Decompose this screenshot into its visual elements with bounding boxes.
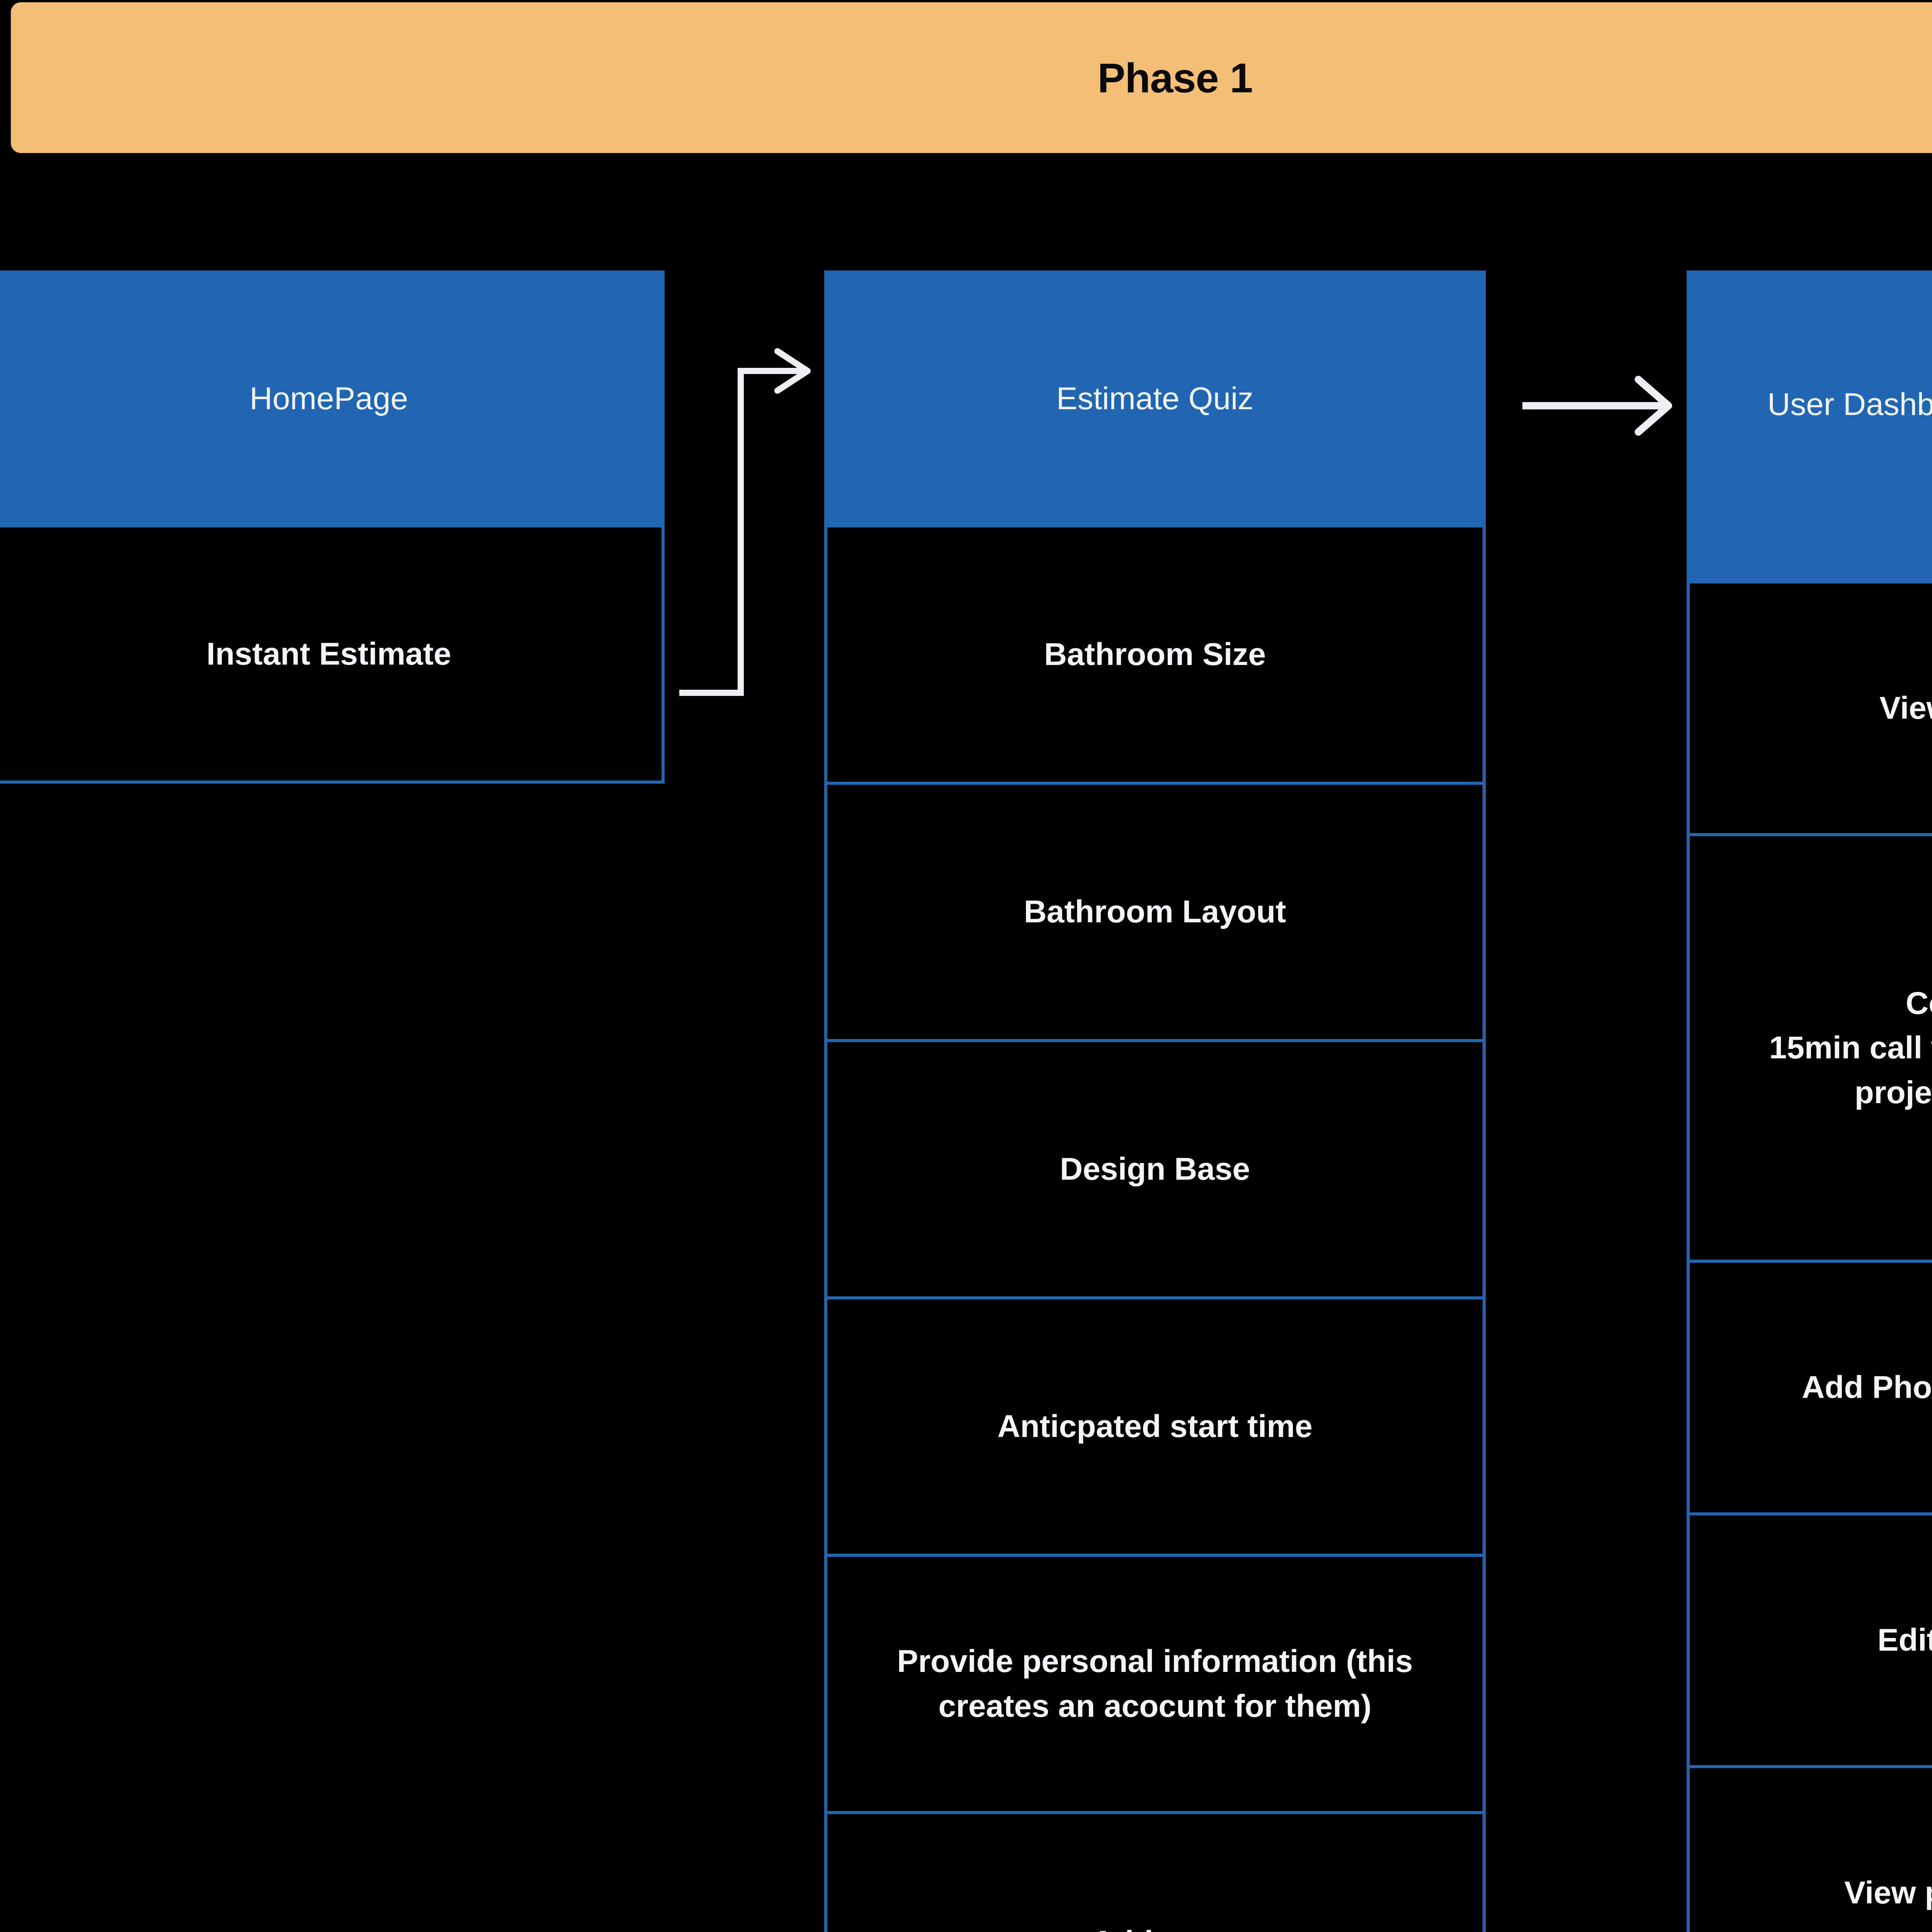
flow-item-label: Bathroom Size bbox=[1044, 637, 1266, 672]
flow-item-label: Provide personal information (this creat… bbox=[897, 1644, 1413, 1724]
flow-node-user-dashboard-title: User Dashboard: Estimate & Project Summa… bbox=[1767, 386, 1932, 422]
flow-item-label: Add Photos / Docs (Optional) bbox=[1802, 1370, 1932, 1405]
phase-banner: Phase 1 bbox=[11, 2, 1932, 153]
flow-item-label: Address bbox=[1092, 1920, 1218, 1932]
flow-item-personal-information[interactable]: Provide personal information (this creat… bbox=[824, 1557, 1486, 1814]
arrowhead-icon bbox=[774, 348, 811, 394]
flow-item-anticipated-start-time[interactable]: Anticpated start time bbox=[824, 1299, 1486, 1557]
flow-item-label: Instant Estimate bbox=[206, 636, 451, 672]
flow-item-instant-estimate[interactable]: Instant Estimate bbox=[0, 527, 665, 784]
flow-item-view-product-catalogue[interactable]: View product catalogue bbox=[1687, 1768, 1932, 1932]
flow-item-label: Edit Project Details bbox=[1877, 1622, 1932, 1658]
connector-estimate-quiz-to-user-dashboard-arrow-icon bbox=[1522, 376, 1672, 436]
flow-item-address[interactable]: Address bbox=[824, 1814, 1486, 1932]
flow-item-bathroom-layout[interactable]: Bathroom Layout bbox=[824, 785, 1486, 1042]
flow-item-label: Bathroom Layout bbox=[1024, 894, 1286, 930]
flow-item-design-base[interactable]: Design Base bbox=[824, 1042, 1486, 1299]
flow-item-bathroom-size[interactable]: Bathroom Size bbox=[824, 527, 1486, 785]
phase-banner-label: Phase 1 bbox=[1097, 54, 1253, 101]
flow-item-view-estimate-total[interactable]: View estimate total bbox=[1687, 583, 1932, 836]
flow-item-label: Design Base bbox=[1060, 1151, 1250, 1187]
flow-item-label: View estimate total bbox=[1879, 690, 1932, 726]
arrowhead-icon bbox=[1634, 376, 1672, 436]
flow-item-add-photos-docs[interactable]: Add Photos / Docs (Optional) bbox=[1687, 1263, 1932, 1515]
flow-node-homepage-header: HomePage bbox=[0, 270, 665, 527]
flow-node-user-dashboard-header: User Dashboard: Estimate & Project Summa… bbox=[1687, 270, 1932, 583]
flow-item-label: Consultant Call 15min call with Jordan t… bbox=[1769, 985, 1932, 1110]
flow-node-estimate-quiz-title: Estimate Quiz bbox=[1056, 381, 1254, 417]
flow-node-estimate-quiz[interactable]: Estimate Quiz Bathroom Size Bathroom Lay… bbox=[824, 270, 1486, 1932]
flow-item-label: Anticpated start time bbox=[997, 1409, 1313, 1444]
connector-homepage-to-estimate-quiz-arrow-icon bbox=[679, 348, 811, 696]
flow-node-homepage-title: HomePage bbox=[249, 381, 408, 417]
flow-item-consultant-call[interactable]: Consultant Call 15min call with Jordan t… bbox=[1687, 836, 1932, 1263]
flow-node-user-dashboard[interactable]: User Dashboard: Estimate & Project Summa… bbox=[1687, 270, 1932, 1932]
flow-node-homepage[interactable]: HomePage Instant Estimate bbox=[0, 270, 665, 784]
flow-item-edit-project-details[interactable]: Edit Project Details bbox=[1687, 1515, 1932, 1768]
flow-item-label: View product catalogue bbox=[1844, 1875, 1932, 1911]
flow-node-estimate-quiz-header: Estimate Quiz bbox=[824, 270, 1486, 527]
